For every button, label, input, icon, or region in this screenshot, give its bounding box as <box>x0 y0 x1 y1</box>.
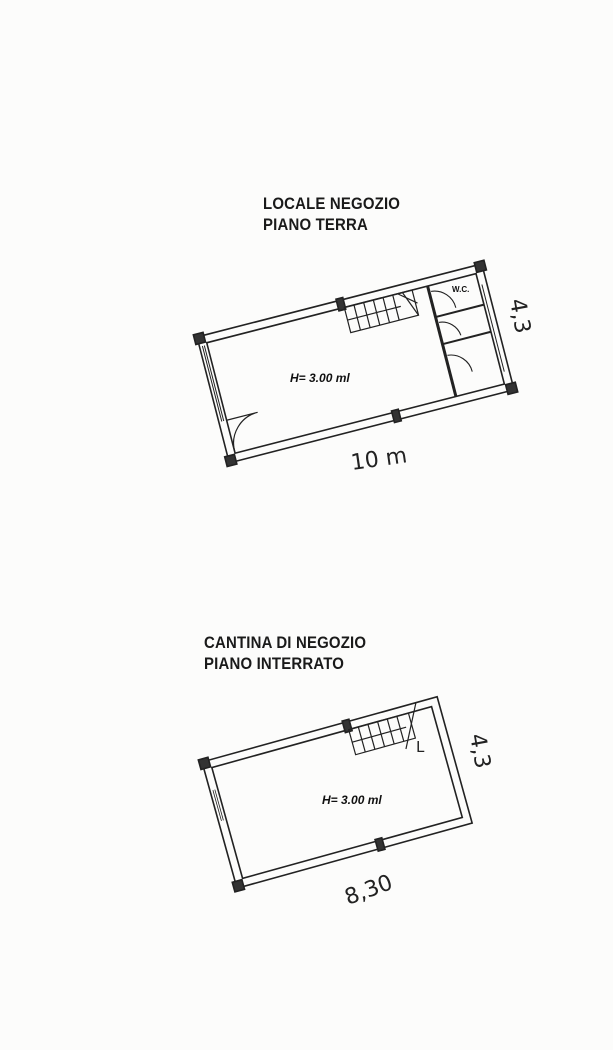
basement-height-label: H= 3.00 ml <box>322 793 382 807</box>
basement-plan <box>197 695 474 893</box>
basement-width-note: 4,3 <box>464 732 495 771</box>
entrance-door-icon <box>226 411 258 452</box>
ground-height-label: H= 3.00 ml <box>290 371 350 385</box>
ground-length-note: 10 m <box>349 443 408 476</box>
title-line-2: PIANO TERRA <box>263 215 369 234</box>
staircase-icon <box>347 702 417 756</box>
title-line-2: PIANO INTERRATO <box>204 654 345 673</box>
ground-floor-title: LOCALE NEGOZIO PIANO TERRA <box>263 193 400 235</box>
staircase-icon <box>343 289 420 334</box>
basement-title: CANTINA DI NEGOZIO PIANO INTERRATO <box>204 632 366 674</box>
basement-length-note: 8,30 <box>342 870 397 910</box>
stair-note: L <box>416 738 425 756</box>
ground-floor-plan <box>192 259 519 468</box>
title-line-1: LOCALE NEGOZIO <box>263 194 401 213</box>
ground-width-note: 4,3 <box>504 297 535 336</box>
wc-label: W.C. <box>452 285 469 294</box>
title-line-1: CANTINA DI NEGOZIO <box>204 633 367 652</box>
